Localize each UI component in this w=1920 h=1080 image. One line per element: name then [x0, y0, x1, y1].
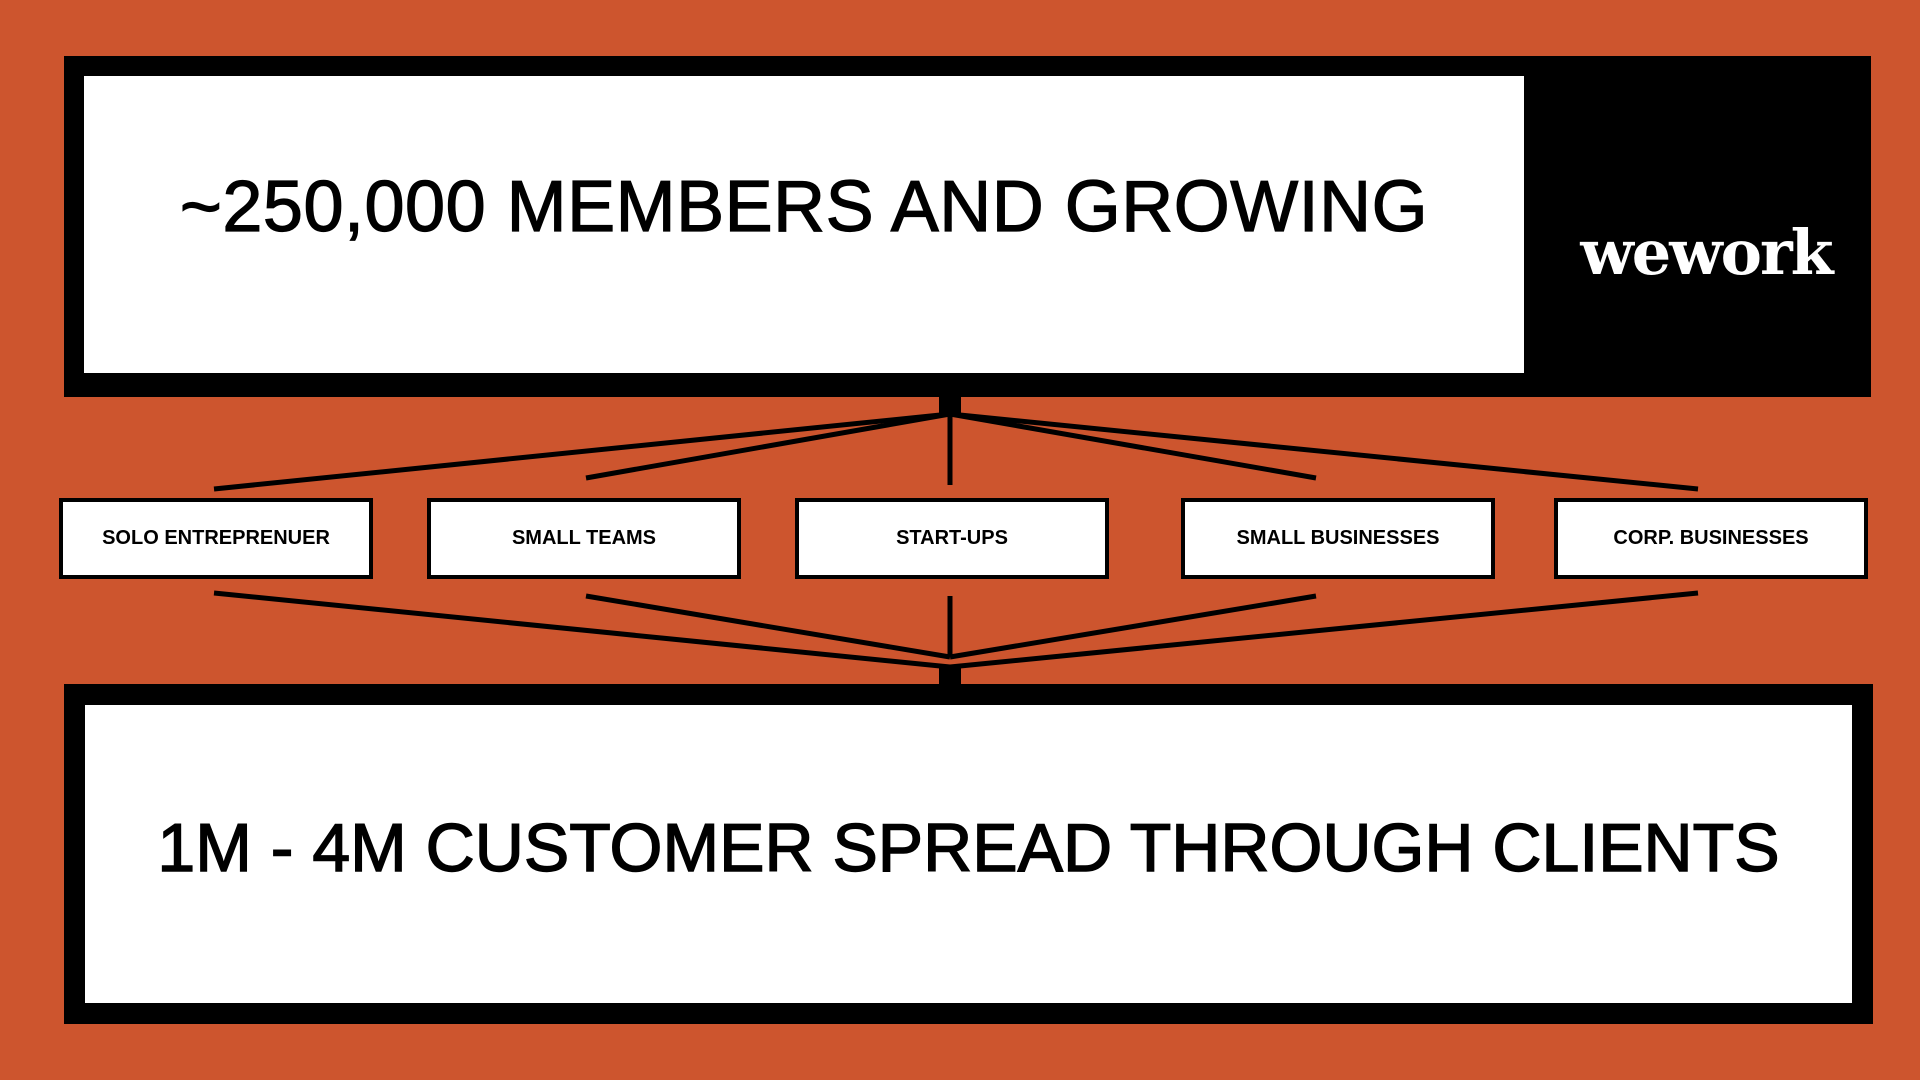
category-label: SOLO ENTREPRENUER — [102, 527, 330, 549]
top-hub-stem — [939, 396, 961, 414]
top-connector-small-teams — [585, 411, 951, 481]
category-small-businesses: SMALL BUSINESSES — [1181, 498, 1495, 579]
brand-panel: wework — [1541, 56, 1871, 397]
bottom-connector-solo — [213, 590, 951, 670]
bottom-hub-stem — [939, 665, 961, 685]
category-label: START-UPS — [896, 527, 1008, 549]
category-label: SMALL TEAMS — [511, 527, 657, 549]
top-connector-solo — [213, 411, 951, 492]
category-label: CORP. BUSINESSES — [1613, 527, 1809, 549]
wework-logo: wework — [1580, 216, 1833, 289]
members-banner-frame: ~250,000 MEMBERS AND GROWING wework — [64, 56, 1871, 397]
category-solo-entrepreneur: SOLO ENTREPRENUER — [59, 498, 373, 579]
category-corp-businesses: CORP. BUSINESSES — [1554, 498, 1868, 579]
category-small-teams: SMALL TEAMS — [427, 498, 741, 579]
bottom-connector-small-businesses — [949, 593, 1317, 660]
top-connector-corp — [949, 411, 1699, 492]
customers-title: 1M - 4M CUSTOMER SPREAD THROUGH CLIENTS — [157, 809, 1781, 886]
bottom-connector-corp — [949, 590, 1699, 670]
customers-banner-frame: 1M - 4M CUSTOMER SPREAD THROUGH CLIENTS — [64, 684, 1873, 1024]
members-banner: ~250,000 MEMBERS AND GROWING — [84, 76, 1524, 373]
bottom-connector-small-teams — [585, 593, 951, 660]
category-start-ups: START-UPS — [795, 498, 1109, 579]
category-label: SMALL BUSINESSES — [1236, 527, 1440, 549]
customers-banner: 1M - 4M CUSTOMER SPREAD THROUGH CLIENTS — [85, 705, 1852, 1003]
members-title: ~250,000 MEMBERS AND GROWING — [179, 166, 1429, 247]
top-connector-small-businesses — [949, 411, 1317, 481]
